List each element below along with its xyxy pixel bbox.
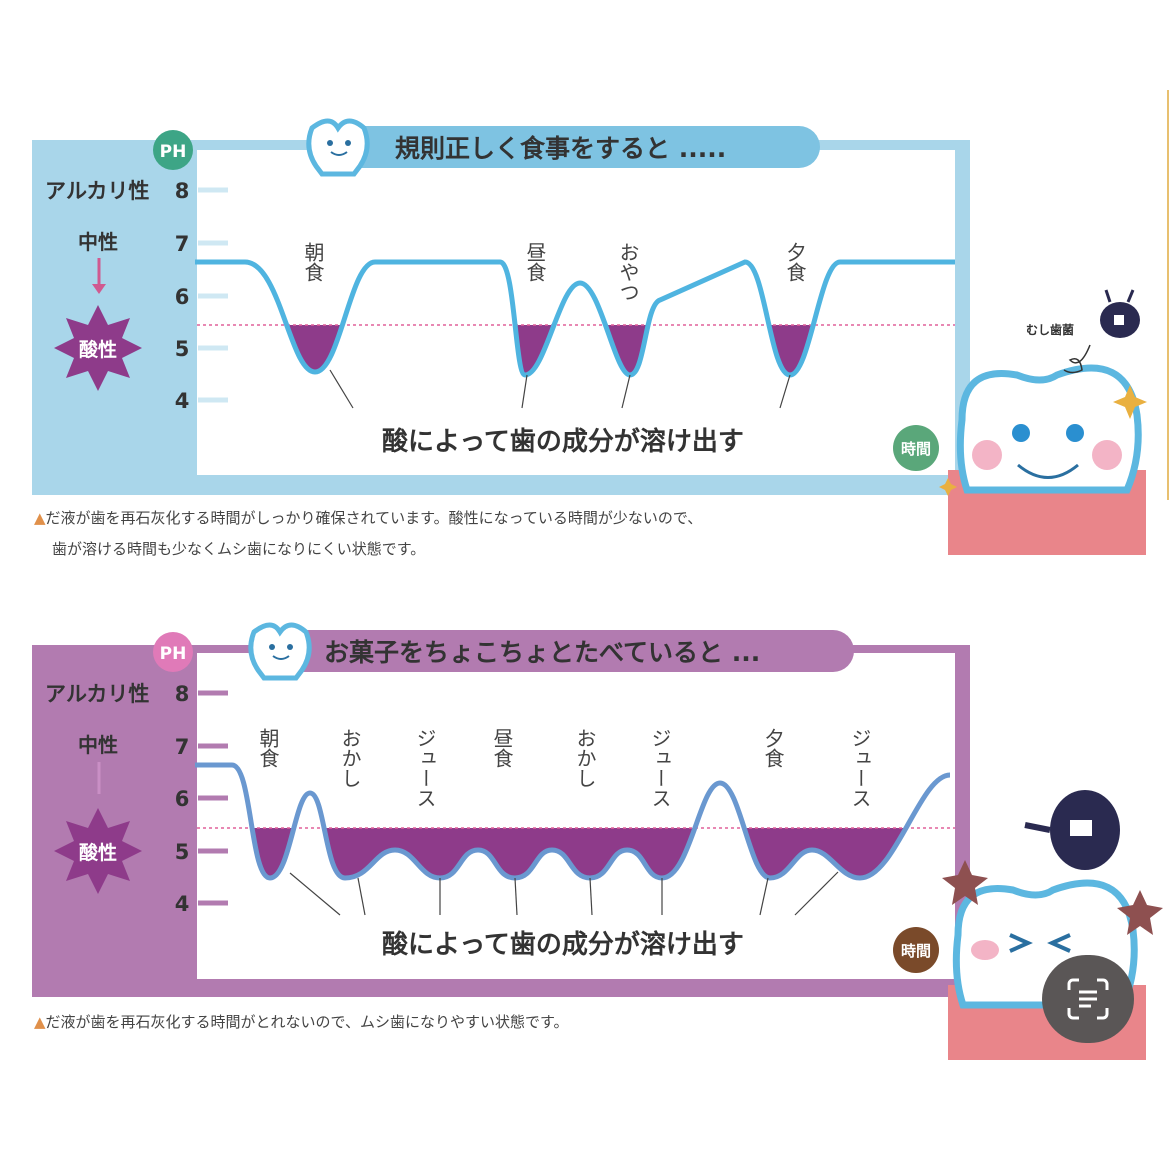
y-tick: 5 [175, 840, 190, 864]
y-tick: 7 [175, 735, 190, 759]
tooth-mascot-icon [306, 118, 370, 177]
event-label: おやつ [616, 242, 640, 302]
panel-title: お菓子をちょこちょとたべていると ... [324, 638, 760, 667]
ph-badge: PH [160, 142, 187, 162]
event-label: おかし [338, 728, 362, 788]
event-label: ジュース [413, 728, 437, 808]
tooth-mascot-icon [248, 622, 312, 681]
event-label: 夕食 [783, 242, 807, 282]
acid-zone-fill [252, 828, 907, 878]
caption: 酸によって歯の成分が溶け出す [382, 929, 744, 960]
y-tick: 7 [175, 232, 190, 256]
neutral-label: 中性 [78, 230, 118, 254]
germ-icon [1100, 289, 1140, 338]
acid-burst-icon [54, 305, 142, 391]
acid-label: 酸性 [79, 841, 117, 864]
title-bar [330, 126, 820, 168]
panel-regular-meals: 規則正しく食事をすると ..... PH アルカリ性 中性 酸性 8 7 6 5… [32, 90, 1169, 500]
time-badge: 時間 [901, 942, 931, 960]
pain-star-icon [942, 860, 1163, 935]
alkaline-label: アルカリ性 [45, 682, 149, 706]
event-label: 昼食 [490, 728, 514, 768]
y-tick: 6 [175, 787, 190, 811]
y-tick: 8 [175, 682, 190, 706]
germ-with-pick-icon [1024, 790, 1120, 870]
y-tick: 4 [175, 389, 190, 413]
ph-curve [195, 762, 951, 881]
ph-badge: PH [160, 644, 187, 664]
y-tick: 6 [175, 285, 190, 309]
acid-burst-icon [54, 808, 142, 894]
panel-snacking: お菓子をちょこちょとたべていると ... PH アルカリ性 中性 酸性 8 7 … [32, 622, 970, 997]
event-label: おかし [573, 728, 597, 788]
panel-title: 規則正しく食事をすると ..... [395, 134, 726, 163]
event-label: 昼食 [523, 242, 547, 282]
ph-curve [195, 259, 955, 378]
triangle-bullet-icon: ▲ [34, 509, 46, 527]
acid-label: 酸性 [79, 338, 117, 361]
germ-label: むし歯菌 [1026, 322, 1074, 337]
note-line: だ液が歯を再石灰化する時間がしっかり確保されています。酸性になっている時間が少な… [45, 509, 703, 527]
event-label: 朝食 [256, 728, 280, 768]
sparkle-icon [939, 478, 957, 496]
scan-text-icon [1067, 978, 1109, 1020]
y-tick: 5 [175, 337, 190, 361]
happy-tooth-illustration: むし歯菌 [939, 289, 1147, 555]
note-panel1: ▲だ液が歯を再石灰化する時間がしっかり確保されています。酸性になっている時間が少… [34, 503, 702, 565]
y-tick: 4 [175, 892, 190, 916]
neutral-label: 中性 [78, 733, 118, 757]
time-badge: 時間 [901, 440, 931, 458]
event-label: 朝食 [301, 242, 325, 282]
y-tick: 8 [175, 179, 190, 203]
note-line: 歯が溶ける時間も少なくムシ歯になりにくい状態です。 [52, 540, 426, 558]
sparkle-icon [1113, 385, 1147, 419]
note-panel2: ▲だ液が歯を再石灰化する時間がとれないので、ムシ歯になりやすい状態です。 [34, 1007, 568, 1038]
triangle-bullet-icon: ▲ [34, 1013, 46, 1031]
event-label: ジュース [848, 728, 872, 808]
event-label: 夕食 [761, 728, 785, 768]
text-scan-button[interactable] [1042, 955, 1134, 1043]
note-line: だ液が歯を再石灰化する時間がとれないので、ムシ歯になりやすい状態です。 [45, 1013, 569, 1031]
alkaline-label: アルカリ性 [45, 179, 149, 203]
event-label: ジュース [648, 728, 672, 808]
title-bar [278, 630, 854, 672]
caption: 酸によって歯の成分が溶け出す [382, 426, 744, 457]
